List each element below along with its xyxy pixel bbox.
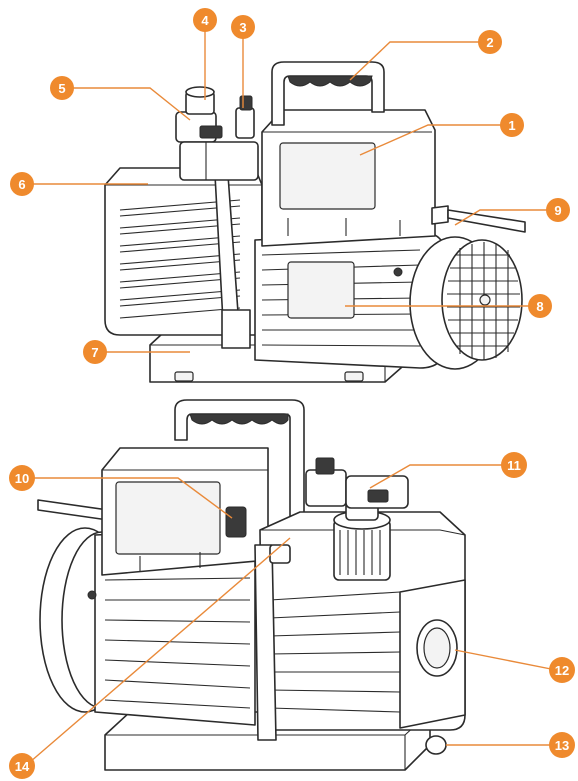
leader-9 bbox=[454, 209, 553, 226]
leader-10 bbox=[30, 477, 233, 519]
callout-12: 12 bbox=[549, 657, 575, 683]
callout-6: 6 bbox=[10, 172, 34, 196]
power-cord-drawing bbox=[431, 205, 526, 233]
svg-text:9: 9 bbox=[554, 203, 561, 218]
callout-10: 10 bbox=[9, 465, 35, 491]
svg-text:4: 4 bbox=[201, 13, 209, 28]
svg-text:10: 10 bbox=[15, 471, 29, 486]
control-box-drawing bbox=[261, 109, 436, 247]
motor-fan-grille bbox=[409, 236, 523, 370]
leader-5 bbox=[65, 87, 191, 121]
svg-text:3: 3 bbox=[239, 20, 246, 35]
leader-14 bbox=[29, 537, 291, 763]
leader-2 bbox=[349, 41, 488, 81]
svg-text:5: 5 bbox=[58, 81, 65, 96]
svg-text:7: 7 bbox=[91, 345, 98, 360]
svg-text:2: 2 bbox=[486, 35, 493, 50]
power-switch-shape bbox=[225, 506, 247, 538]
oil-drain-plug-shape bbox=[425, 735, 447, 755]
callout-1: 1 bbox=[500, 113, 524, 137]
callout-9: 9 bbox=[546, 198, 570, 222]
callout-2: 2 bbox=[478, 30, 502, 54]
callout-5: 5 bbox=[50, 76, 74, 100]
svg-text:12: 12 bbox=[555, 663, 569, 678]
motor-drawing bbox=[254, 231, 446, 369]
svg-text:14: 14 bbox=[15, 759, 30, 774]
svg-text:1: 1 bbox=[508, 118, 515, 133]
callout-8: 8 bbox=[528, 294, 552, 318]
callout-11: 11 bbox=[501, 452, 527, 478]
svg-text:13: 13 bbox=[555, 738, 569, 753]
svg-text:6: 6 bbox=[18, 177, 25, 192]
callout-7: 7 bbox=[83, 340, 107, 364]
leader-12 bbox=[454, 649, 557, 671]
callout-14: 14 bbox=[9, 753, 35, 779]
leader-1 bbox=[359, 124, 510, 156]
valve-assembly-drawing bbox=[175, 86, 259, 181]
pump-front-view bbox=[104, 61, 526, 383]
svg-text:8: 8 bbox=[536, 299, 543, 314]
callout-13: 13 bbox=[549, 732, 575, 758]
callout-3: 3 bbox=[231, 15, 255, 39]
oil-sight-glass-drawing bbox=[416, 619, 458, 677]
svg-text:11: 11 bbox=[507, 458, 521, 473]
pump-rear-view bbox=[37, 399, 466, 771]
leader-11 bbox=[369, 464, 510, 489]
callout-4: 4 bbox=[193, 8, 217, 32]
callout-leaders bbox=[22, 30, 557, 763]
